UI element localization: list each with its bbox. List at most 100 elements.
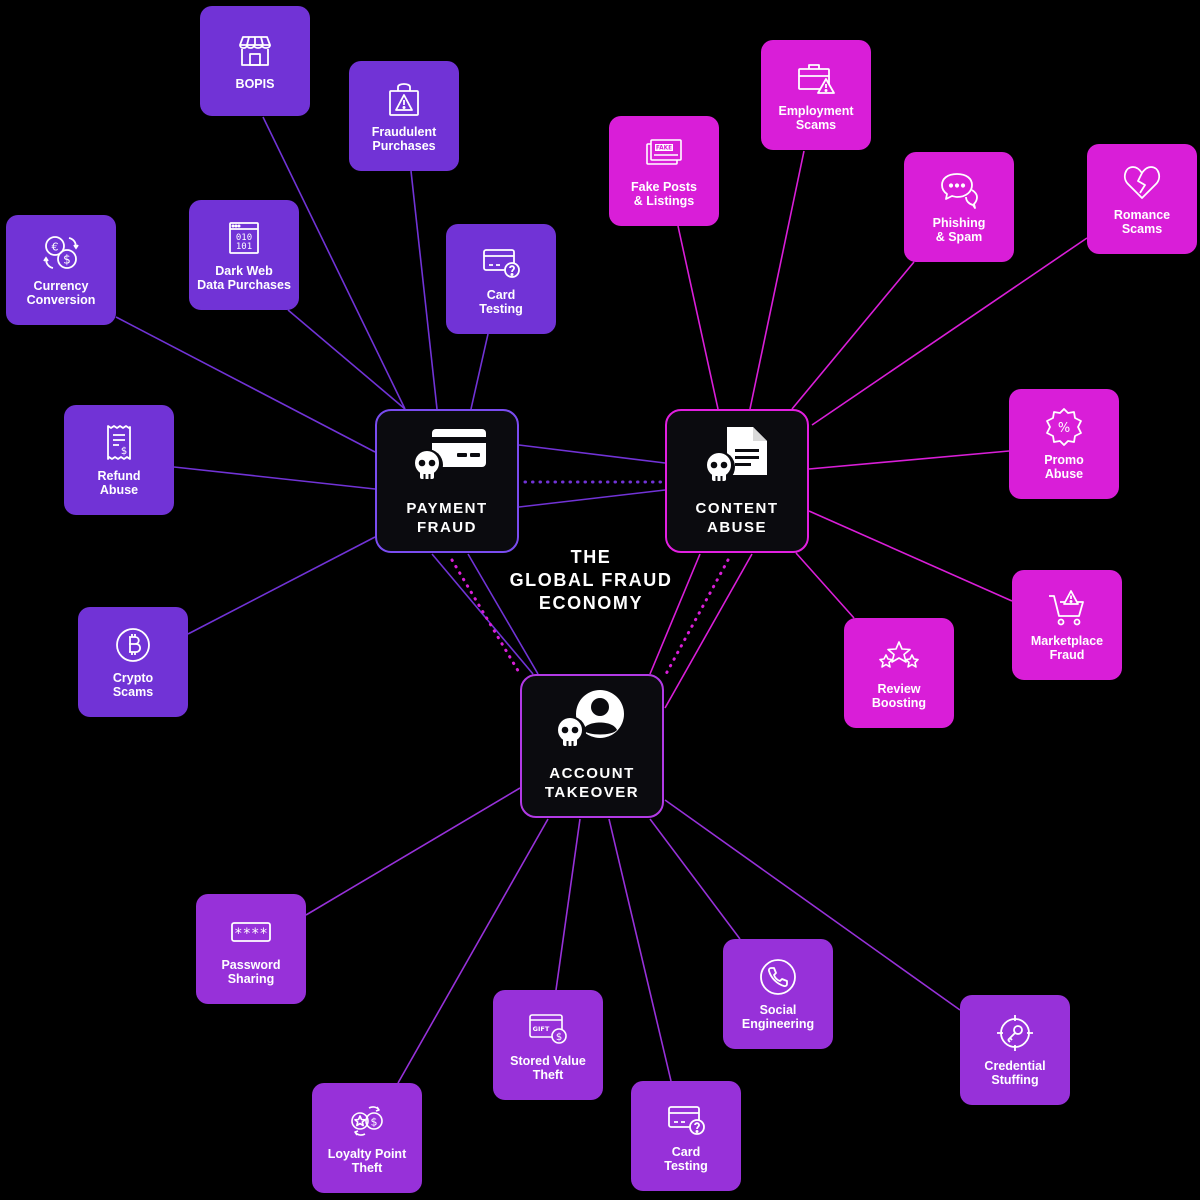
briefcase-warning-icon — [796, 58, 836, 98]
node-label: Fake Posts & Listings — [630, 179, 697, 209]
svg-text:$: $ — [63, 252, 71, 266]
storefront-icon — [235, 31, 275, 71]
connector-line — [262, 116, 406, 410]
node-label: Marketplace Fraud — [1030, 633, 1104, 663]
node-employment-scams: Employment Scams — [761, 40, 871, 150]
node-card-testing-payment: Card Testing — [446, 224, 556, 334]
svg-text:FAKE: FAKE — [656, 145, 672, 151]
node-card-testing-account: Card Testing — [631, 1081, 741, 1191]
card-question-icon — [666, 1099, 706, 1139]
connector-line — [795, 552, 855, 619]
node-romance-scams: Romance Scams — [1087, 144, 1197, 254]
node-refund-abuse: $ Refund Abuse — [64, 405, 174, 515]
loyalty-exchange-icon: $ — [347, 1101, 387, 1141]
connector-line — [470, 333, 489, 410]
node-label: Stored Value Theft — [510, 1053, 586, 1083]
svg-text:$: $ — [121, 446, 127, 457]
node-credential-stuffing: Credential Stuffing — [960, 995, 1070, 1105]
connector-line — [749, 150, 805, 410]
gift-card-icon: GIFT $ — [528, 1008, 568, 1048]
dotted-connector — [450, 558, 522, 676]
hub-content-abuse: CONTENT ABUSE — [665, 409, 809, 553]
node-label: Password Sharing — [221, 957, 281, 987]
dotted-connector — [664, 558, 730, 676]
connector-line — [431, 553, 534, 675]
hub-label: CONTENT ABUSE — [695, 500, 779, 536]
document-skull-icon — [697, 423, 777, 489]
connector-line — [808, 510, 1013, 602]
currency-exchange-icon: € $ — [41, 233, 81, 273]
node-label: Crypto Scams — [112, 670, 154, 700]
node-promo-abuse: % Promo Abuse — [1009, 389, 1119, 499]
hub-label: PAYMENT FRAUD — [406, 500, 488, 536]
node-marketplace-fraud: Marketplace Fraud — [1012, 570, 1122, 680]
connector-line — [410, 170, 438, 410]
hub-label: ACCOUNT TAKEOVER — [544, 765, 640, 801]
chat-bubbles-icon — [939, 170, 979, 210]
card-question-icon — [481, 242, 521, 282]
svg-text:101: 101 — [236, 242, 252, 252]
key-target-icon — [995, 1013, 1035, 1053]
receipt-icon: $ — [99, 423, 139, 463]
svg-text:****: **** — [234, 926, 268, 942]
node-label: Card Testing — [479, 287, 523, 317]
connector-line — [555, 818, 581, 991]
cart-warning-icon — [1047, 588, 1087, 628]
connector-line — [467, 553, 539, 675]
svg-text:GIFT: GIFT — [533, 1025, 550, 1033]
node-label: Card Testing — [664, 1144, 708, 1174]
connector-line — [811, 237, 1088, 426]
node-label: Romance Scams — [1113, 207, 1171, 237]
node-label: Fraudulent Purchases — [371, 124, 437, 154]
node-label: Employment Scams — [778, 103, 854, 133]
node-bopis: BOPIS — [200, 6, 310, 116]
connector-line — [608, 818, 672, 1082]
svg-text:€: € — [52, 240, 59, 253]
node-password-sharing: **** Password Sharing — [196, 894, 306, 1004]
connector-line — [664, 799, 961, 1011]
connector-line — [187, 536, 376, 635]
node-label: Phishing & Spam — [932, 215, 986, 245]
node-label: Refund Abuse — [97, 468, 141, 498]
node-fraudulent-purchases: Fraudulent Purchases — [349, 61, 459, 171]
svg-text:%: % — [1058, 421, 1070, 436]
node-loyalty-point-theft: $ Loyalty Point Theft — [312, 1083, 422, 1193]
hub-payment-fraud: PAYMENT FRAUD — [375, 409, 519, 553]
node-dark-web-data-purchases: 010 101 Dark Web Data Purchases — [189, 200, 299, 310]
broken-heart-icon — [1122, 162, 1162, 202]
stars-icon — [879, 636, 919, 676]
connector-line — [305, 787, 521, 916]
connector-line — [518, 489, 666, 508]
node-label: Dark Web Data Purchases — [197, 263, 291, 293]
connector-line — [791, 261, 915, 410]
node-label: Loyalty Point Theft — [327, 1146, 407, 1176]
node-review-boosting: Review Boosting — [844, 618, 954, 728]
connector-line — [649, 818, 741, 940]
node-phishing-spam: Phishing & Spam — [904, 152, 1014, 262]
shopping-bag-warning-icon — [384, 79, 424, 119]
node-label: BOPIS — [235, 76, 275, 91]
node-stored-value-theft: GIFT $ Stored Value Theft — [493, 990, 603, 1100]
connector-line — [677, 225, 719, 410]
svg-text:010: 010 — [236, 233, 252, 243]
fake-tag-icon: FAKE — [644, 134, 684, 174]
connector-line — [287, 309, 406, 410]
percent-badge-icon: % — [1044, 407, 1084, 447]
connector-line — [115, 316, 376, 453]
connector-line — [664, 553, 753, 709]
node-social-engineering: Social Engineering — [723, 939, 833, 1049]
node-label: Social Engineering — [741, 1002, 815, 1032]
connector-line — [397, 818, 549, 1084]
hub-account-takeover: ACCOUNT TAKEOVER — [520, 674, 664, 818]
user-skull-icon — [552, 688, 632, 754]
connector-line — [173, 466, 376, 490]
node-label: Review Boosting — [871, 681, 927, 711]
svg-text:$: $ — [556, 1032, 562, 1043]
node-label: Currency Conversion — [26, 278, 96, 308]
binary-window-icon: 010 101 — [224, 218, 264, 258]
password-field-icon: **** — [231, 912, 271, 952]
diagram-title: THE GLOBAL FRAUD ECONOMY — [509, 547, 673, 613]
node-currency-conversion: € $ Currency Conversion — [6, 215, 116, 325]
bitcoin-icon — [113, 625, 153, 665]
